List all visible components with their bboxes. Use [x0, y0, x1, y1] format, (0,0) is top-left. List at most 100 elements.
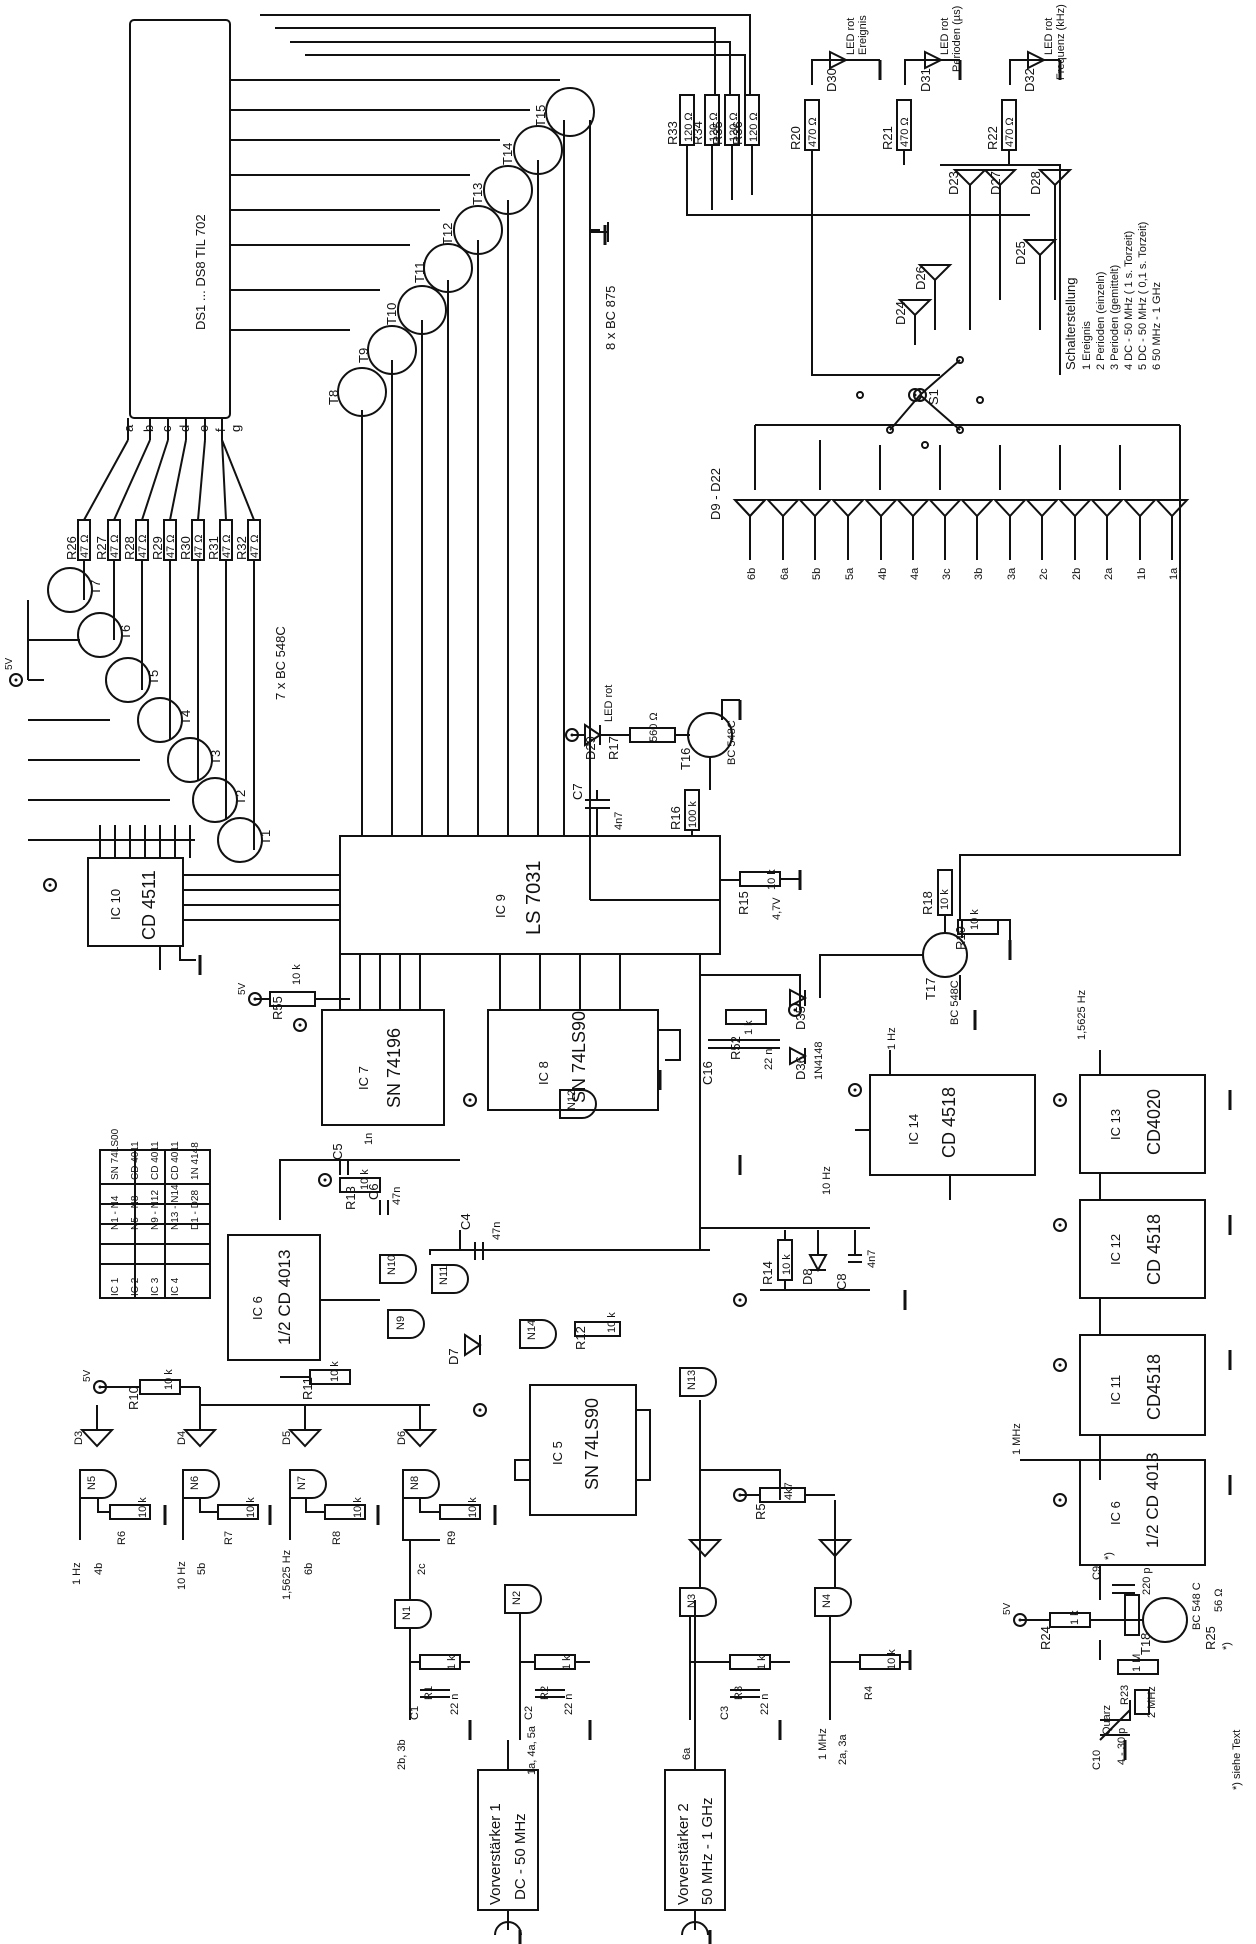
r15-value: 10 k	[766, 869, 778, 890]
t16-part: BC 548C	[726, 720, 738, 765]
c7-label: C7	[570, 783, 585, 800]
ic9-part: LS 7031	[523, 860, 545, 935]
in-6b: 6b	[303, 1563, 315, 1575]
transistor-t9	[367, 325, 417, 375]
r26-value: 47 Ω	[79, 534, 91, 558]
r2-value: 1 k	[561, 1655, 573, 1670]
r14-label: R14	[760, 1261, 775, 1285]
gate-n8	[402, 1469, 440, 1499]
out-6b: 6b	[746, 568, 758, 580]
r20-value: 470 Ω	[807, 117, 819, 147]
d29-label: D29	[583, 736, 598, 760]
ic11-part: CD4518	[1144, 1354, 1164, 1420]
r7-value: 10 k	[245, 1497, 257, 1518]
c9-value: 220 p	[1141, 1567, 1153, 1595]
in-sel-3: 6a	[681, 1747, 693, 1760]
r6-label: R6	[116, 1531, 128, 1545]
t3-label: T3	[208, 750, 223, 765]
ic-table-p3: CD 4011	[150, 1141, 161, 1180]
c5-label: C5	[330, 1143, 345, 1160]
ic8-ref: IC 8	[536, 1061, 551, 1085]
t4-label: T4	[178, 710, 193, 725]
seg-c: c	[159, 425, 174, 432]
ic13-part: CD4020	[1144, 1089, 1164, 1155]
t17-part: BC 548C	[949, 980, 961, 1025]
supply-label-1: 5V	[4, 657, 15, 670]
r20-label: R20	[788, 126, 803, 150]
transistor-t12	[453, 205, 503, 255]
in-sel-1: 2b, 3b	[396, 1739, 408, 1770]
t15-label: T15	[533, 105, 548, 127]
digit-transistor-note: 8 x BC 875	[603, 286, 618, 350]
out-5b: 5b	[811, 568, 823, 580]
r24-value: 1 k	[1069, 1610, 1081, 1625]
t18-part: BC 548 C	[1191, 1582, 1203, 1630]
ic7-ref: IC 7	[356, 1066, 371, 1090]
r14-value: 10 k	[781, 1254, 793, 1275]
r31-value: 47 Ω	[221, 534, 233, 558]
ic9-box	[339, 835, 721, 955]
switch-pos-1: 1 Ereignis	[1081, 321, 1093, 370]
seg-d: d	[177, 425, 192, 432]
r33-label: R33	[665, 121, 680, 145]
r21-value: 470 Ω	[899, 117, 911, 147]
ic12-part: CD 4518	[1144, 1214, 1164, 1285]
ic-table-g3: N9 - N12	[150, 1190, 161, 1230]
d7-label: D7	[446, 1348, 461, 1365]
r8-value: 10 k	[352, 1497, 364, 1518]
r22-label: R22	[985, 126, 1000, 150]
t5-label: T5	[146, 670, 161, 685]
r4-value: 10 k	[886, 1649, 898, 1670]
ic8-part: SN 74LS90	[569, 1011, 589, 1103]
out-1b: 1b	[1136, 568, 1148, 580]
ic6b-ref: IC 6	[1108, 1501, 1123, 1525]
d26-label: D26	[913, 266, 928, 290]
t1-label: T1	[258, 830, 273, 845]
ic6b-part: 1/2 CD 4013	[1143, 1453, 1162, 1548]
d27-label: D27	[988, 171, 1003, 195]
transistor-t6	[77, 612, 123, 658]
seg-g: g	[228, 425, 243, 432]
ic-table-ic4: IC 4	[170, 1277, 181, 1296]
n13-label: N13	[686, 1370, 698, 1390]
out-2a: 2a	[1103, 567, 1115, 580]
r19-value: 10 k	[969, 909, 981, 930]
seg-e: e	[196, 425, 211, 432]
ic-table-g4: N13 - N14	[170, 1184, 181, 1230]
freq-1mhz: 1 MHz	[1011, 1423, 1023, 1455]
r22-value: 470 Ω	[1004, 117, 1016, 147]
ic-table-p4: CD 4011	[170, 1141, 181, 1180]
n14-label: N14	[526, 1320, 538, 1340]
r52-label: R52	[728, 1036, 743, 1060]
gate-n13	[679, 1367, 717, 1397]
d31-label: D31	[918, 68, 933, 92]
r27-label: R27	[94, 536, 109, 560]
xtal-value: 2 MHz	[1146, 1686, 1158, 1718]
r23-value: 1 M	[1131, 1654, 1143, 1672]
seg-a: a	[121, 424, 136, 432]
transistor-t2	[192, 777, 238, 823]
ic6a-box	[227, 1234, 321, 1361]
quartz-crystal	[1134, 1689, 1150, 1715]
ic10-ref: IC 10	[108, 889, 123, 920]
d6-label: D6	[396, 1431, 408, 1445]
in-sel-2: 1a, 4a, 5a	[526, 1725, 538, 1775]
n2-label: N2	[511, 1591, 523, 1605]
c3-value: 22 n	[759, 1694, 771, 1715]
r25-label: R25	[1203, 1626, 1218, 1650]
seven-segment-display	[129, 19, 231, 419]
r17-value: 560 Ω	[648, 712, 660, 742]
r18-label: R18	[920, 891, 935, 915]
out-6a: 6a	[779, 567, 791, 580]
ic14-box	[869, 1074, 1036, 1176]
transistor-t8	[337, 367, 387, 417]
ic13-box	[1079, 1074, 1206, 1174]
r13-label: R13	[343, 1186, 358, 1210]
transistor-t15	[545, 87, 595, 137]
t6-label: T6	[118, 625, 133, 640]
r3-value: 1 k	[756, 1655, 768, 1670]
out-4a: 4a	[909, 567, 921, 580]
c1-value: 22 n	[449, 1694, 461, 1715]
transistor-t14	[513, 125, 563, 175]
d4-label: D4	[176, 1431, 188, 1445]
